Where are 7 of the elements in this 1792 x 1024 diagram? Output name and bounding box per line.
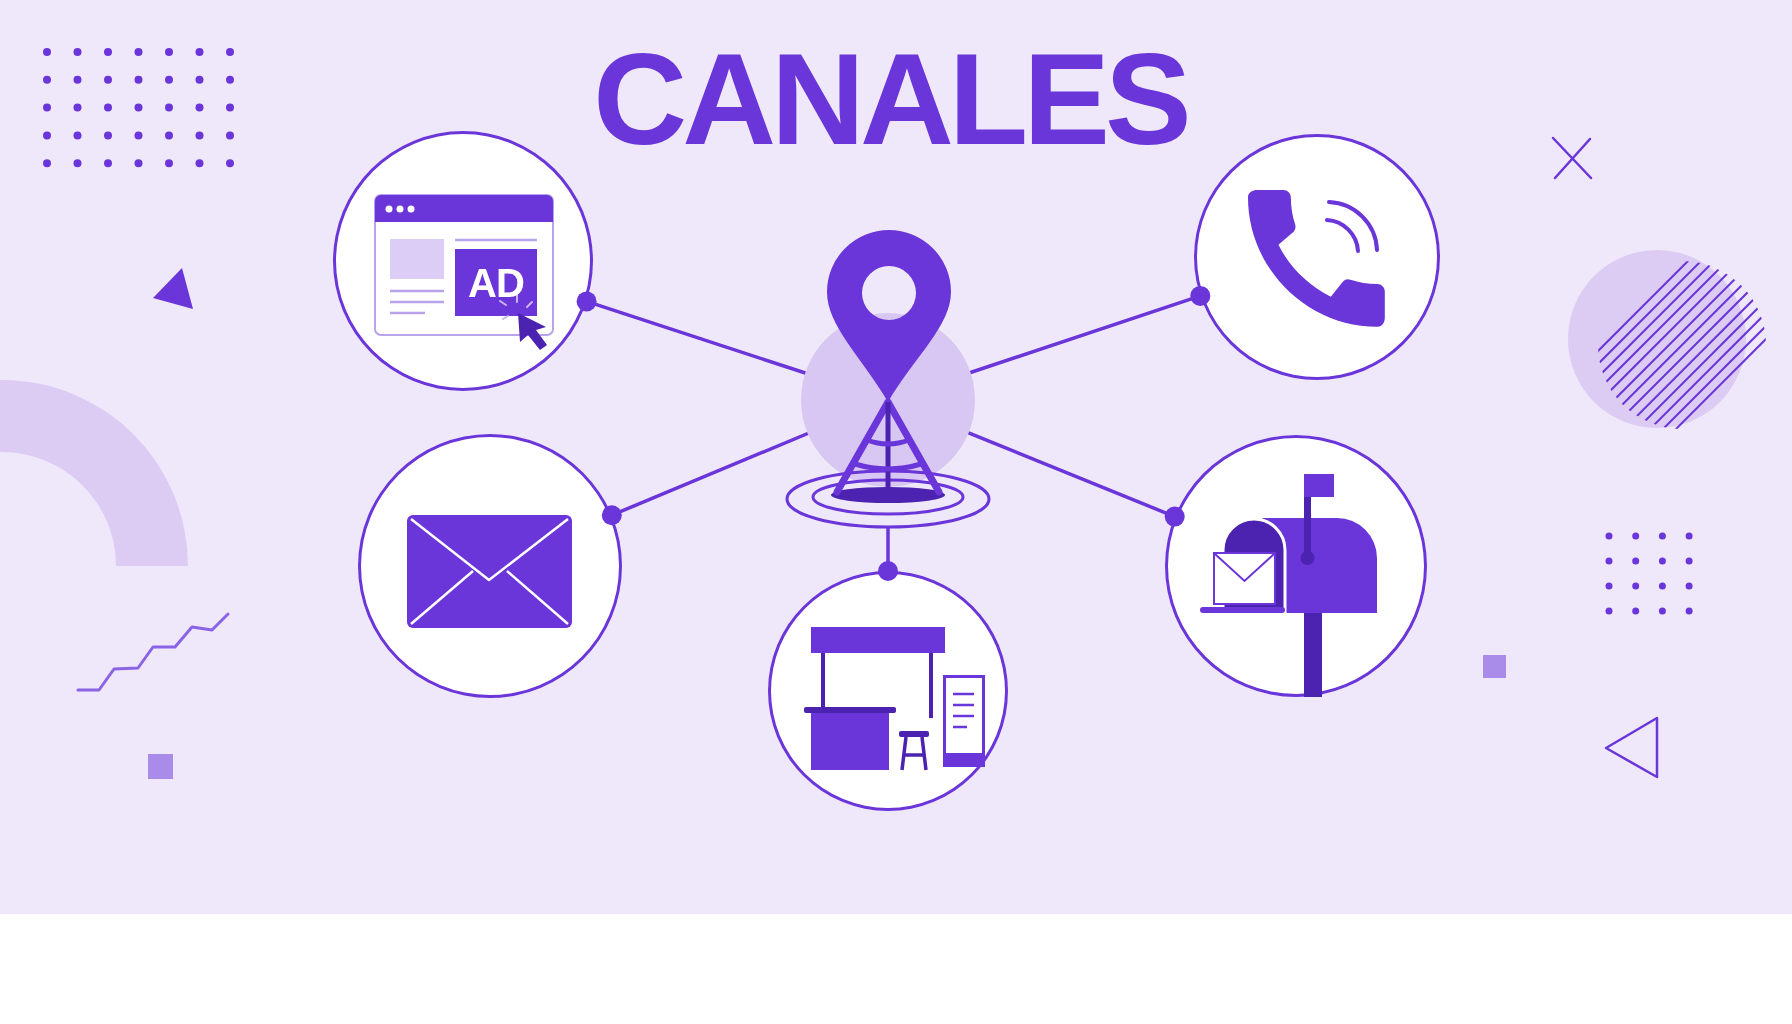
connector-line [967, 431, 1185, 527]
connector-line [601, 431, 809, 526]
ad-label: AD [468, 262, 524, 303]
connector-line [969, 285, 1211, 375]
connector-line [878, 528, 898, 581]
connector-line [576, 291, 806, 375]
title: CANALES [593, 34, 1187, 164]
